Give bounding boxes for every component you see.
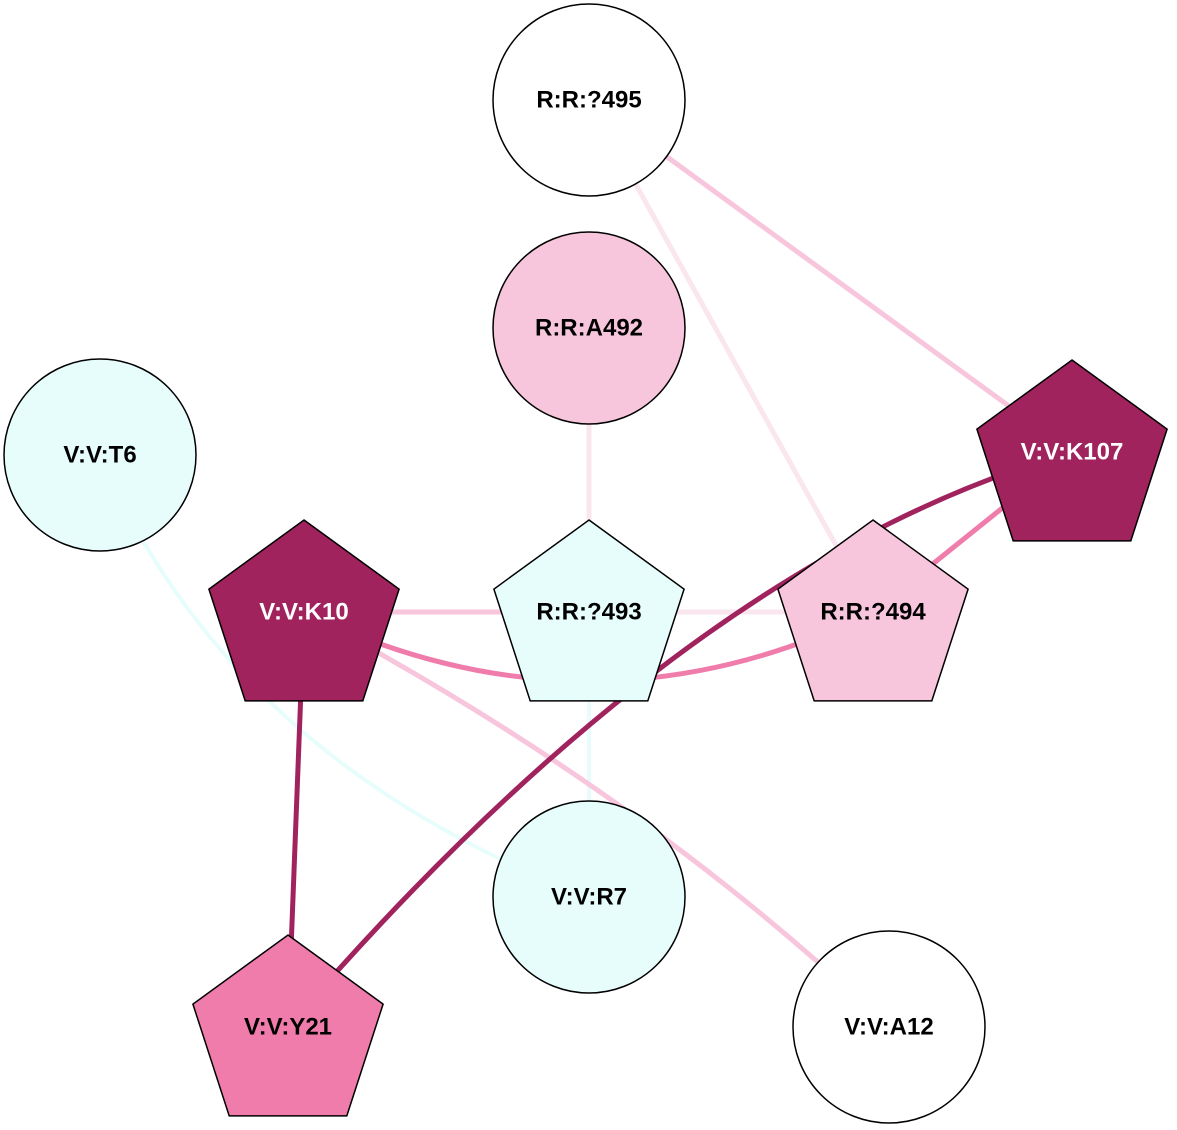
node-label: R:R:?493	[536, 599, 641, 626]
node-circle	[3, 358, 197, 552]
node-r-r-a492[interactable]: R:R:A492	[492, 231, 686, 425]
node-label: V:V:Y21	[244, 1014, 332, 1041]
node-r-r-494[interactable]: R:R:?494	[777, 519, 969, 702]
node-label: R:R:?494	[820, 599, 926, 626]
node-circle	[492, 231, 686, 425]
node-v-v-k10[interactable]: V:V:K10	[208, 519, 400, 702]
node-label: V:V:R7	[551, 884, 627, 911]
node-v-v-y21[interactable]: V:V:Y21	[192, 934, 384, 1117]
node-v-v-r7[interactable]: V:V:R7	[492, 800, 686, 994]
node-circle	[792, 930, 986, 1124]
node-label: V:V:A12	[844, 1014, 933, 1041]
node-r-r-495[interactable]: R:R:?495	[492, 3, 686, 197]
node-circle	[492, 3, 686, 197]
node-v-v-k107[interactable]: V:V:K107	[976, 359, 1168, 542]
edge-r-r-495-to-v-v-k107	[587, 97, 1074, 455]
node-label: V:V:K10	[259, 599, 348, 626]
node-label: V:V:T6	[63, 442, 136, 469]
node-label: V:V:K107	[1021, 439, 1124, 466]
node-label: R:R:A492	[535, 315, 643, 342]
edge-v-v-k107-to-v-v-y21	[286, 449, 1073, 1029]
node-pentagon	[976, 359, 1168, 542]
node-label: R:R:?495	[536, 87, 641, 114]
node-pentagon	[777, 519, 969, 702]
node-circle	[492, 800, 686, 994]
node-r-r-493[interactable]: R:R:?493	[493, 519, 685, 702]
node-pentagon	[493, 519, 685, 702]
node-pentagon	[208, 519, 400, 702]
node-v-v-t6[interactable]: V:V:T6	[3, 358, 197, 552]
edge-r-r-495-to-r-r-494	[586, 98, 876, 614]
node-v-v-a12[interactable]: V:V:A12	[792, 930, 986, 1124]
node-pentagon	[192, 934, 384, 1117]
